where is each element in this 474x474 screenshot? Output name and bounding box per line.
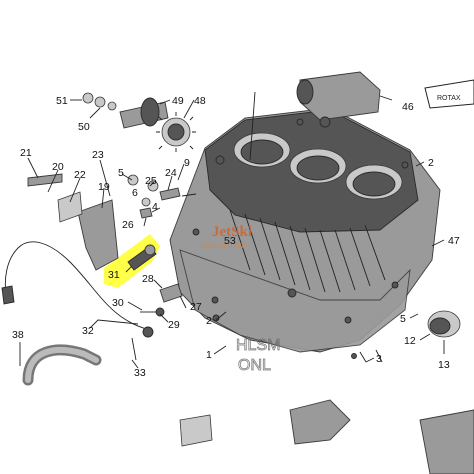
label-38: 38 bbox=[12, 329, 24, 341]
label-32: 32 bbox=[82, 325, 94, 337]
watermark-stamp-1: HLSM bbox=[236, 337, 280, 354]
corner-tag: ROTAX bbox=[437, 95, 461, 102]
label-27: 27 bbox=[190, 301, 202, 313]
label-30: 30 bbox=[112, 297, 124, 309]
label-48: 48 bbox=[194, 95, 206, 107]
label-20: 20 bbox=[52, 161, 64, 173]
label-4: 4 bbox=[152, 201, 158, 213]
balancer-shaft-assembly bbox=[82, 92, 196, 152]
label-5-right: 5 bbox=[400, 313, 406, 325]
engine-block bbox=[169, 107, 441, 353]
label-31: 31 bbox=[108, 269, 120, 281]
watermark: JetSki International HLSM ONL bbox=[200, 224, 281, 374]
watermark-sub: International bbox=[200, 240, 246, 250]
label-26: 26 bbox=[122, 219, 134, 231]
part-labels: 51 50 49 48 46 21 20 23 22 19 5 25 24 9 … bbox=[12, 95, 460, 379]
label-53: 53 bbox=[224, 235, 236, 247]
label-33: 33 bbox=[134, 367, 146, 379]
starter-motor bbox=[296, 71, 381, 128]
label-12: 12 bbox=[404, 335, 416, 347]
pump-parts bbox=[127, 174, 181, 219]
label-6: 6 bbox=[132, 187, 138, 199]
label-9: 9 bbox=[184, 157, 190, 169]
label-2-top: 2 bbox=[428, 157, 434, 169]
label-13: 13 bbox=[438, 359, 450, 371]
label-19: 19 bbox=[98, 181, 110, 193]
label-23: 23 bbox=[92, 149, 104, 161]
label-2-mid: 2 bbox=[206, 315, 212, 327]
label-25: 25 bbox=[145, 175, 157, 187]
label-3: 3 bbox=[376, 353, 382, 365]
small-parts bbox=[140, 283, 183, 338]
label-24: 24 bbox=[165, 167, 177, 179]
corner-box bbox=[424, 79, 474, 109]
label-47: 47 bbox=[448, 235, 460, 247]
cap-plug bbox=[427, 310, 461, 338]
watermark-stamp-2: ONL bbox=[238, 357, 271, 374]
label-1: 1 bbox=[206, 349, 212, 361]
label-21: 21 bbox=[20, 147, 32, 159]
label-22: 22 bbox=[74, 169, 86, 181]
mount-bracket bbox=[27, 173, 119, 271]
label-51: 51 bbox=[56, 95, 68, 107]
label-49: 49 bbox=[172, 95, 184, 107]
leader-lines bbox=[19, 95, 445, 369]
label-5: 5 bbox=[118, 167, 124, 179]
label-29: 29 bbox=[168, 319, 180, 331]
label-28: 28 bbox=[142, 273, 154, 285]
label-46: 46 bbox=[402, 101, 414, 113]
label-50: 50 bbox=[78, 121, 90, 133]
watermark-brand: JetSki bbox=[212, 224, 252, 240]
part-31-sensor bbox=[127, 244, 157, 271]
sensor-cable bbox=[4, 241, 151, 331]
